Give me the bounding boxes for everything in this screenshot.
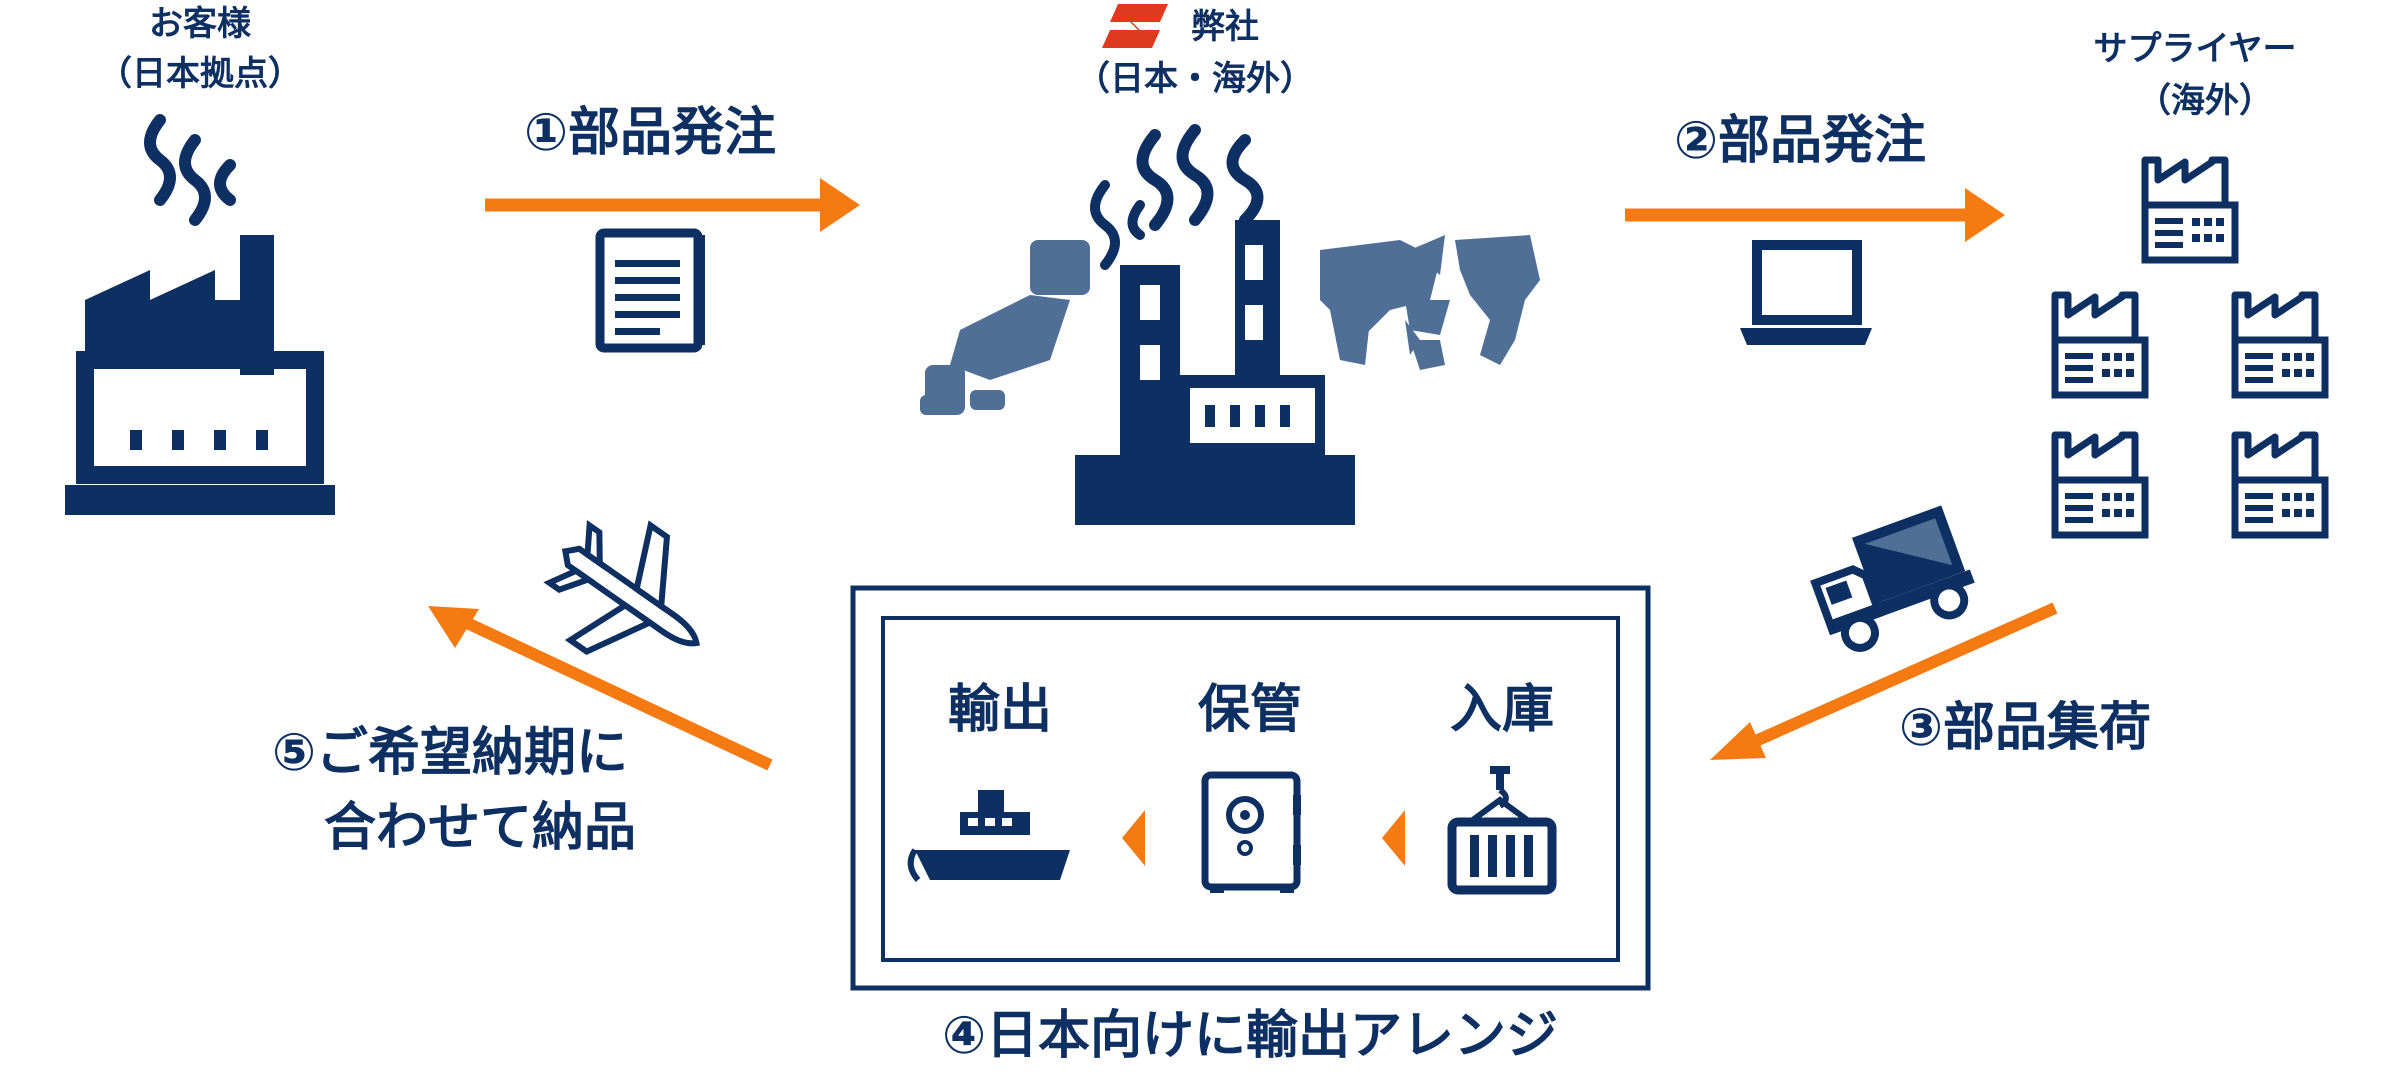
customer-sublabel: （日本拠点） <box>98 54 302 94</box>
arrow-step1 <box>485 178 860 232</box>
factory-icon <box>65 114 335 515</box>
supplier-factory-icon <box>2051 291 2149 399</box>
factories-icon <box>2051 156 2329 539</box>
supplier-factory-icon <box>2231 431 2329 539</box>
supplier-sublabel: （海外） <box>2137 81 2273 121</box>
step3-label: ③部品集荷 <box>1899 698 2151 758</box>
warehouse-item-storage: 保管 <box>1198 680 1302 740</box>
arrow-step5 <box>428 606 773 771</box>
supplier-factory-icon <box>2231 291 2329 399</box>
laptop-icon <box>1740 240 1872 345</box>
step4-label: ④日本向けに輸出アレンジ <box>942 1006 1558 1066</box>
company-factory-icon <box>1075 124 1355 525</box>
step5-label-line2: 合わせて納品 <box>324 798 636 858</box>
company-node: 弊社 （日本・海外） <box>920 4 1540 525</box>
safe-icon <box>1201 771 1301 893</box>
company-sublabel: （日本・海外） <box>1076 59 1314 99</box>
warehouse-item-receiving: 入庫 <box>1450 680 1554 740</box>
truck-icon <box>1810 505 1975 652</box>
supplier-factory-icon <box>2051 431 2149 539</box>
supplier-node: サプライヤー （海外） <box>2051 29 2329 539</box>
airplane-icon <box>543 519 700 656</box>
arrow-step2 <box>1625 188 2005 242</box>
warehouse-flow-arrow-2 <box>1382 810 1405 866</box>
step2-label: ②部品発注 <box>1674 111 1926 171</box>
customer-node: お客様 （日本拠点） <box>65 4 335 515</box>
warehouse-item-export: 輸出 <box>948 680 1052 740</box>
supplier-factory-icon <box>2141 156 2239 264</box>
arrow-step3 <box>1710 602 2058 760</box>
world-map-icon <box>920 235 1540 415</box>
customer-label: お客様 <box>149 4 252 44</box>
warehouse-flow-arrow-1 <box>1122 810 1145 866</box>
container-crane-icon <box>1447 766 1557 895</box>
document-icon <box>595 228 705 353</box>
company-logo <box>1102 4 1168 48</box>
company-label: 弊社 <box>1191 7 1259 47</box>
step1-label: ①部品発注 <box>524 103 776 163</box>
supplier-label: サプライヤー <box>2094 29 2297 69</box>
step5-label-line1: ⑤ご希望納期に <box>272 723 628 783</box>
ship-icon <box>907 790 1070 882</box>
